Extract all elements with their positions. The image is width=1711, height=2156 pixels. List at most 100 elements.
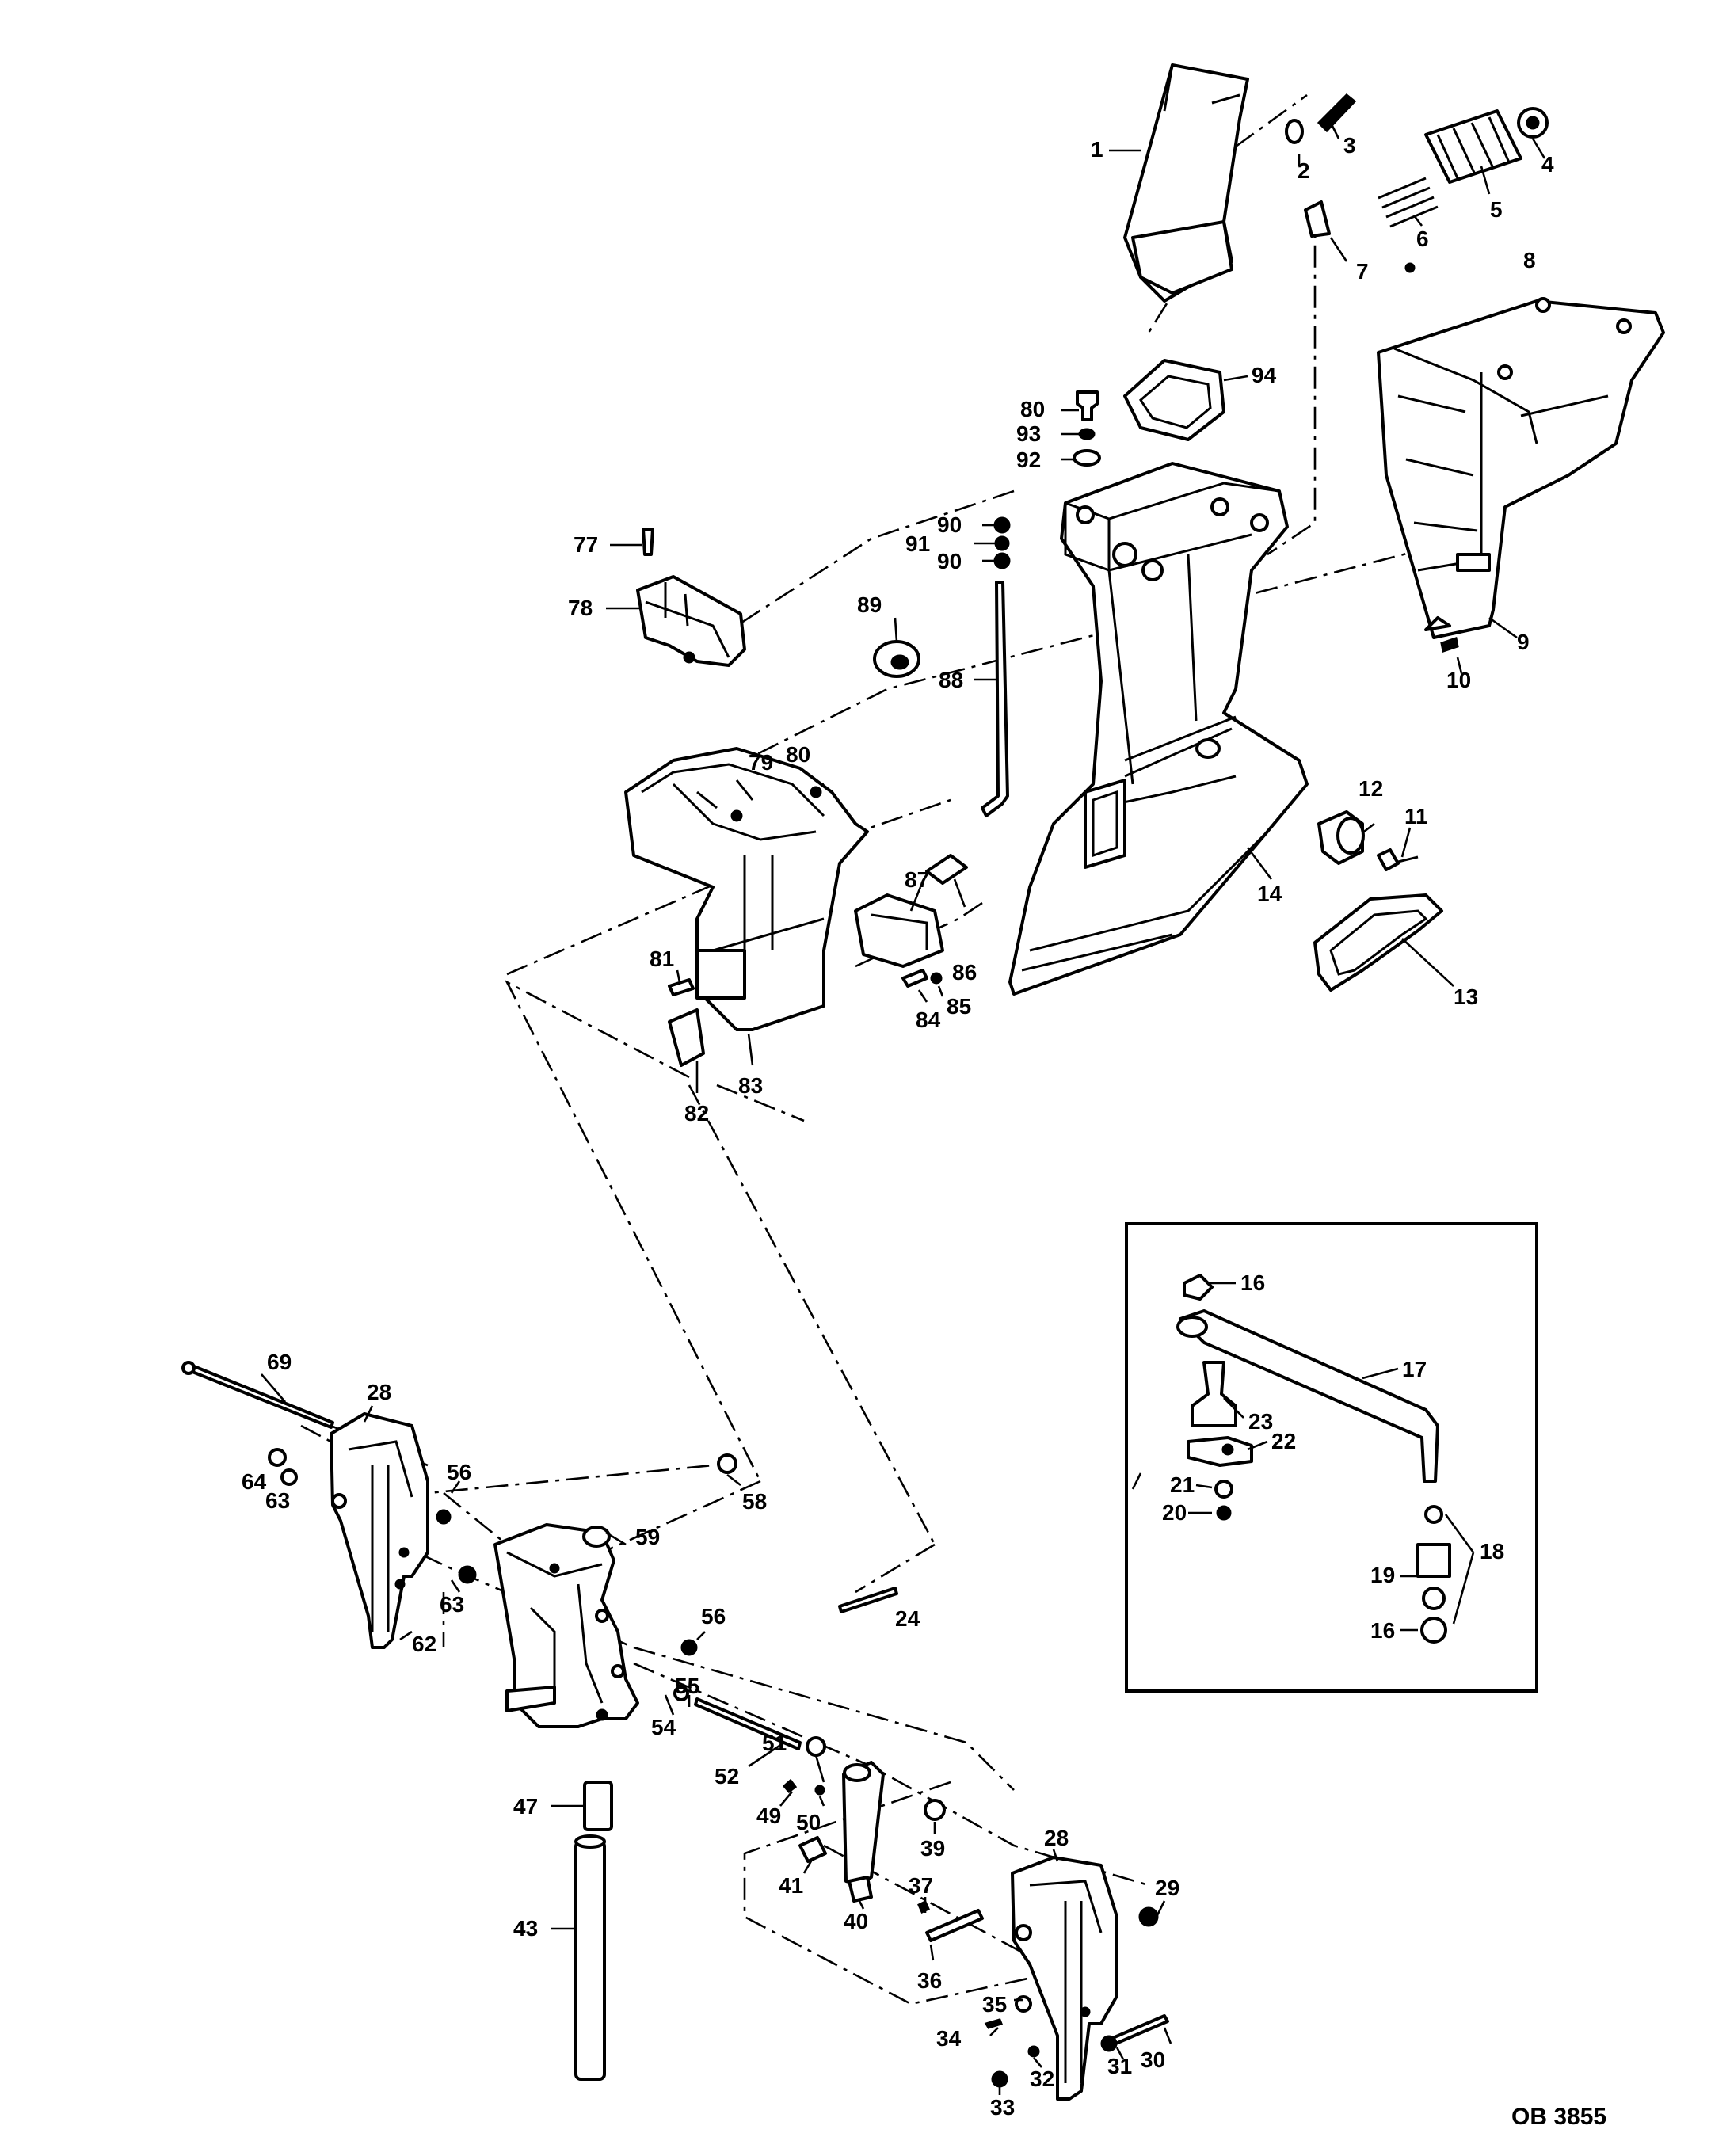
callout-16b: 16 — [1370, 1618, 1395, 1643]
callout-55: 55 — [675, 1674, 699, 1698]
callout-23: 23 — [1248, 1409, 1273, 1434]
callout-5: 5 — [1490, 197, 1503, 222]
callout-16a: 16 — [1240, 1270, 1265, 1295]
callout-12: 12 — [1359, 776, 1383, 801]
callout-82: 82 — [684, 1101, 709, 1126]
part-13-seal — [1313, 893, 1443, 992]
part-32-washer — [1027, 2045, 1040, 2058]
callout-59: 59 — [635, 1525, 660, 1549]
part-14-driveshaft-housing — [1008, 462, 1309, 996]
callout-21: 21 — [1170, 1472, 1195, 1497]
part-94-gasket — [1123, 359, 1225, 441]
upper-fasteners — [1073, 390, 1101, 467]
part-28-clamp-bracket-right — [1011, 1856, 1118, 2101]
callout-52: 52 — [715, 1764, 739, 1788]
part-87-plate — [854, 893, 944, 968]
callout-18: 18 — [1480, 1539, 1504, 1564]
part-81-screw — [668, 978, 695, 996]
callout-63a: 63 — [265, 1488, 290, 1513]
callout-90b: 90 — [937, 549, 962, 573]
part-78-cover — [636, 575, 746, 667]
callout-43: 43 — [513, 1916, 538, 1941]
part-30-bolt — [1107, 2014, 1169, 2047]
diagram-code: OB 3855 — [1511, 2104, 1606, 2130]
callout-29: 29 — [1155, 1876, 1179, 1900]
part-83-bracket-housing — [624, 747, 869, 1031]
part-1-exhaust-tube — [1123, 63, 1249, 303]
side-mount-parts — [1317, 810, 1419, 871]
callout-77: 77 — [574, 532, 598, 557]
callout-14: 14 — [1257, 882, 1282, 906]
part-39-washer — [924, 1799, 946, 1821]
shift-rod-parts — [925, 516, 1011, 885]
callout-1: 1 — [1091, 137, 1103, 162]
leader-lines — [261, 122, 1546, 2095]
callout-2: 2 — [1298, 158, 1310, 183]
callout-54: 54 — [651, 1715, 676, 1739]
callout-80a: 80 — [786, 742, 810, 767]
callout-50: 50 — [796, 1810, 821, 1834]
part-64-nut — [268, 1448, 287, 1467]
part-58-washer — [717, 1453, 737, 1474]
part-82-clip — [668, 1008, 705, 1067]
callout-49: 49 — [756, 1804, 781, 1828]
callout-7: 7 — [1356, 259, 1369, 284]
callout-63b: 63 — [440, 1592, 464, 1617]
callout-88: 88 — [939, 668, 963, 692]
part-69-bolt — [187, 1363, 334, 1429]
part-24-bolt — [838, 1587, 898, 1613]
part-36-spring — [925, 1909, 984, 1942]
callout-20: 20 — [1162, 1500, 1187, 1525]
part-56-washer — [436, 1509, 452, 1525]
part-56-washer-right — [680, 1639, 698, 1656]
callout-34: 34 — [936, 2026, 962, 2051]
callout-94: 94 — [1252, 363, 1277, 387]
part-37-pin — [917, 1899, 930, 1914]
callout-24: 24 — [895, 1606, 920, 1631]
callout-9: 9 — [1517, 630, 1530, 654]
callout-93: 93 — [1016, 421, 1041, 446]
callout-40: 40 — [844, 1909, 868, 1933]
part-43-tube — [574, 1834, 606, 2081]
callout-4: 4 — [1541, 152, 1554, 177]
callout-78: 78 — [568, 596, 593, 620]
callout-86: 86 — [952, 960, 977, 985]
part-29-nut — [1138, 1906, 1159, 1927]
part-54-washer — [673, 1686, 689, 1701]
part-85-washer — [930, 972, 943, 985]
callout-37: 37 — [909, 1873, 933, 1898]
callout-8: 8 — [1523, 248, 1536, 272]
callout-17: 17 — [1402, 1357, 1427, 1381]
callout-89: 89 — [857, 592, 882, 617]
callout-35: 35 — [982, 1992, 1007, 2017]
part-31-nut — [1100, 2035, 1118, 2052]
callout-39: 39 — [920, 1836, 945, 1861]
callout-83: 83 — [738, 1073, 763, 1098]
part-49-clip — [782, 1778, 798, 1794]
part-52-pin — [694, 1697, 802, 1750]
callout-56b: 56 — [701, 1604, 726, 1628]
callout-31: 31 — [1107, 2054, 1132, 2078]
callout-36: 36 — [917, 1968, 942, 1993]
callout-90a: 90 — [937, 512, 962, 537]
part-50-ball — [814, 1785, 825, 1796]
callout-92: 92 — [1016, 448, 1041, 472]
callout-labels: 1 2 3 4 5 6 7 8 9 10 11 12 13 14 16 17 1… — [242, 133, 1554, 2120]
callout-69: 69 — [267, 1350, 292, 1374]
callout-80b: 80 — [1020, 397, 1045, 421]
callout-13: 13 — [1454, 985, 1478, 1009]
part-33-nut — [991, 2070, 1008, 2088]
part-28-clamp-bracket-left — [330, 1412, 429, 1649]
part-59-swivel-bracket — [493, 1523, 639, 1728]
steering-link-inset — [1125, 1222, 1538, 1693]
callout-84: 84 — [916, 1008, 941, 1032]
part-89-mount — [873, 640, 920, 678]
part-63-washer — [280, 1468, 298, 1486]
part-34-screw — [984, 2018, 1003, 2029]
callout-10: 10 — [1446, 668, 1471, 692]
part-63-nut — [458, 1565, 477, 1584]
part-84-screw — [901, 969, 928, 988]
callout-64: 64 — [242, 1469, 267, 1494]
part-47-bushing — [583, 1781, 613, 1831]
